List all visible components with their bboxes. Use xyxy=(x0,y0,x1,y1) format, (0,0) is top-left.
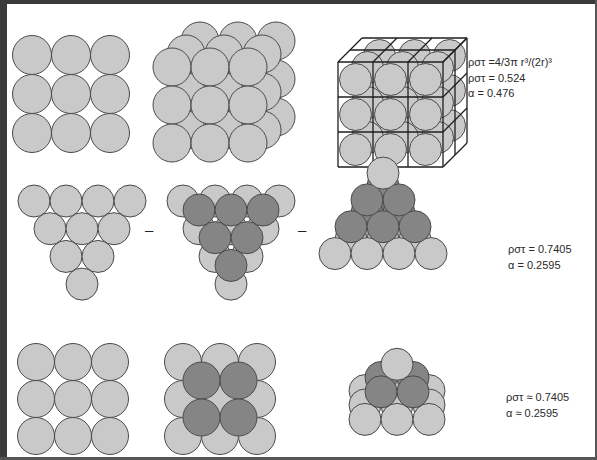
lattice-line xyxy=(442,62,443,167)
sphere xyxy=(365,376,397,408)
porosity-value: α ≈ 0.2595 xyxy=(506,407,558,420)
sphere xyxy=(229,86,267,124)
sphere xyxy=(55,381,92,418)
porosity-value: α = 0.476 xyxy=(468,87,514,100)
sphere xyxy=(18,185,50,217)
sphere xyxy=(92,381,129,418)
triangular-two-layers xyxy=(167,185,295,300)
sphere xyxy=(410,64,442,96)
sphere xyxy=(50,185,82,217)
sphere xyxy=(55,418,92,455)
sphere xyxy=(340,64,372,96)
frame-edge xyxy=(0,0,7,460)
sphere xyxy=(191,48,229,86)
sphere xyxy=(52,114,91,153)
sphere xyxy=(199,222,231,254)
lattice-line xyxy=(338,96,443,97)
sphere xyxy=(92,418,129,455)
sphere xyxy=(247,194,279,226)
lattice-line xyxy=(338,131,443,132)
tetrahedral-pile xyxy=(319,157,447,269)
sphere xyxy=(231,222,263,254)
sphere xyxy=(18,381,55,418)
sphere xyxy=(215,249,247,281)
sphere xyxy=(183,194,215,226)
sphere xyxy=(375,64,407,96)
sphere xyxy=(91,75,130,114)
lattice-line xyxy=(338,61,443,62)
cubic-stack xyxy=(153,22,295,162)
sphere xyxy=(183,399,220,436)
lattice-line xyxy=(407,62,408,167)
sphere xyxy=(66,213,98,245)
density-value: ρστ = 0.7405 xyxy=(508,243,572,256)
lattice-line xyxy=(362,37,467,38)
square-layer xyxy=(13,36,130,153)
sphere xyxy=(82,240,114,272)
sphere xyxy=(13,36,52,75)
sphere xyxy=(413,403,445,435)
sphere xyxy=(13,114,52,153)
sphere xyxy=(220,362,257,399)
sphere xyxy=(229,48,267,86)
sphere xyxy=(50,240,82,272)
sphere xyxy=(91,36,130,75)
sphere xyxy=(191,124,229,162)
sphere xyxy=(349,403,381,435)
sphere xyxy=(52,75,91,114)
sphere xyxy=(66,268,98,300)
sphere xyxy=(215,194,247,226)
density-value: ρστ = 0.524 xyxy=(468,72,525,85)
sphere xyxy=(340,99,372,131)
sphere xyxy=(34,213,66,245)
density-value: ρστ ≈ 0.7405 xyxy=(506,391,569,404)
sphere xyxy=(153,124,191,162)
sphere xyxy=(153,48,191,86)
lattice-line xyxy=(454,50,455,155)
sphere xyxy=(381,403,413,435)
lattice-line xyxy=(337,62,338,167)
sphere xyxy=(397,376,429,408)
cubic-cell xyxy=(338,38,467,167)
sphere xyxy=(82,185,114,217)
sphere xyxy=(114,185,146,217)
sphere xyxy=(410,99,442,131)
sphere xyxy=(375,99,407,131)
sphere xyxy=(92,344,129,381)
frame-edge xyxy=(0,457,597,460)
sphere xyxy=(340,134,372,166)
triangular-layer xyxy=(18,185,146,300)
square-two-layers xyxy=(165,344,276,455)
sphere xyxy=(410,134,442,166)
sphere xyxy=(55,344,92,381)
sphere xyxy=(183,362,220,399)
sphere xyxy=(91,114,130,153)
sphere xyxy=(381,348,413,380)
frame-edge xyxy=(595,0,597,460)
sphere xyxy=(220,399,257,436)
sphere xyxy=(18,418,55,455)
frame-edge xyxy=(0,0,597,4)
sphere xyxy=(98,213,130,245)
sphere xyxy=(367,157,399,189)
sphere xyxy=(229,124,267,162)
sphere xyxy=(153,86,191,124)
step-dash: – xyxy=(145,221,153,238)
density-formula: ρστ =4/3π r³/(2r)³ xyxy=(468,56,552,69)
porosity-value: α = 0.2595 xyxy=(508,259,561,272)
lattice-line xyxy=(466,38,467,143)
step-dash: – xyxy=(298,221,306,238)
sphere xyxy=(13,75,52,114)
sphere xyxy=(52,36,91,75)
square-layer xyxy=(18,344,129,455)
lattice-line xyxy=(350,49,455,50)
square-pyramid xyxy=(349,348,445,435)
lattice-line xyxy=(372,62,373,167)
sphere xyxy=(191,86,229,124)
sphere xyxy=(18,344,55,381)
